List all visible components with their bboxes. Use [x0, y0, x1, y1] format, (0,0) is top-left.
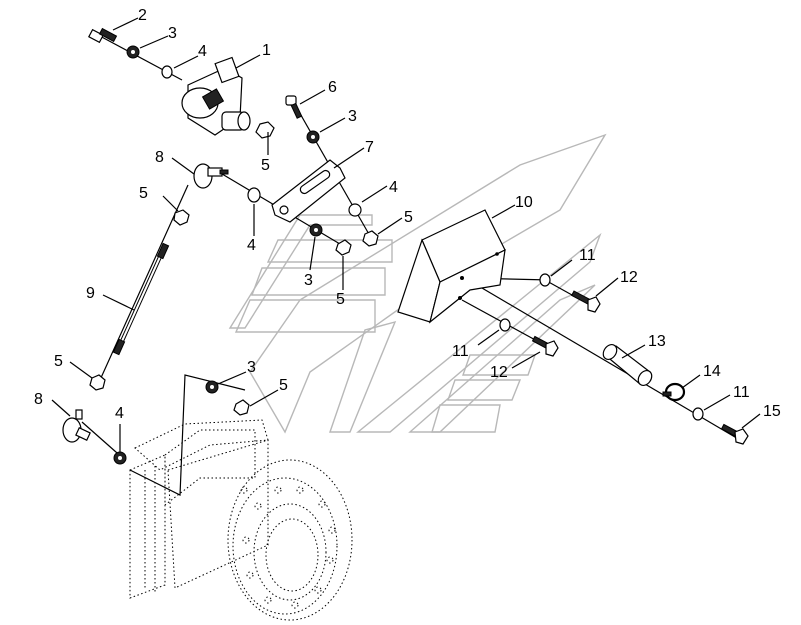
callout-9: 9: [86, 285, 95, 302]
part-8-ball-joint-a: [193, 163, 229, 189]
callout-3: 3: [168, 25, 177, 42]
part-7-lever: [271, 159, 346, 223]
callout-7: 7: [365, 139, 374, 156]
part-3-washer-c: [309, 223, 323, 237]
gearbox-housing: [129, 419, 353, 621]
callout-5: 5: [139, 185, 148, 202]
callout-labels: 2 3 4 1 6 3 5 8 7 5 4 4 5 10 3 5 11 12 9…: [34, 7, 781, 422]
callout-10: 10: [515, 194, 533, 211]
part-11-washer-a: [539, 273, 551, 287]
callout-5: 5: [336, 291, 345, 308]
callout-5: 5: [54, 353, 63, 370]
part-11-washer-c: [692, 407, 704, 421]
part-9-rod: [112, 242, 170, 356]
part-5-nut-e: [89, 374, 106, 391]
callout-2: 2: [138, 7, 147, 24]
callout-12: 12: [620, 269, 638, 286]
part-5-nut-a: [173, 209, 190, 226]
part-2-screw: [88, 27, 118, 44]
callout-5: 5: [279, 377, 288, 394]
callout-14: 14: [703, 363, 721, 380]
callout-12: 12: [490, 364, 508, 381]
callout-4: 4: [247, 237, 256, 254]
part-14-clamp: [662, 382, 686, 402]
part-5-nut-b: [362, 230, 379, 247]
part-4-washer-a: [161, 65, 173, 79]
callout-13: 13: [648, 333, 666, 350]
part-5-nut-f: [233, 399, 250, 416]
callout-6: 6: [328, 79, 337, 96]
callout-8: 8: [34, 391, 43, 408]
callout-4: 4: [198, 43, 207, 60]
callout-11: 11: [733, 384, 750, 401]
part-13-sleeve: [602, 343, 653, 387]
part-3-washer-a: [126, 45, 140, 59]
callout-5: 5: [261, 157, 270, 174]
part-12-bolt-a: [570, 290, 601, 313]
assembly-lines: [81, 34, 741, 496]
part-11-washer-b: [499, 318, 511, 332]
callout-5: 5: [404, 209, 413, 226]
part-3-washer-b: [306, 130, 320, 144]
part-5-nut-c: [335, 239, 352, 256]
part-4-washer-c: [247, 187, 261, 203]
part-15-bolt: [720, 423, 749, 445]
callout-3: 3: [304, 272, 313, 289]
callout-11: 11: [579, 247, 596, 264]
callout-8: 8: [155, 149, 164, 166]
callout-3: 3: [247, 359, 256, 376]
callout-4: 4: [115, 405, 124, 422]
callout-3: 3: [348, 108, 357, 125]
part-12-bolt-b: [531, 335, 559, 357]
part-8-ball-joint-b: [62, 409, 91, 443]
part-6-screw: [285, 95, 303, 119]
callout-1: 1: [262, 42, 271, 59]
callout-15: 15: [763, 403, 781, 420]
callout-4: 4: [389, 179, 398, 196]
callout-11: 11: [452, 343, 469, 360]
part-4-washer-d: [113, 451, 127, 465]
part-3-washer-d: [205, 380, 219, 394]
part-4-washer-b: [348, 203, 362, 217]
callout-leaders: [51, 17, 761, 452]
part-1-actuator: [181, 56, 275, 139]
part-10-bracket: [397, 209, 506, 324]
